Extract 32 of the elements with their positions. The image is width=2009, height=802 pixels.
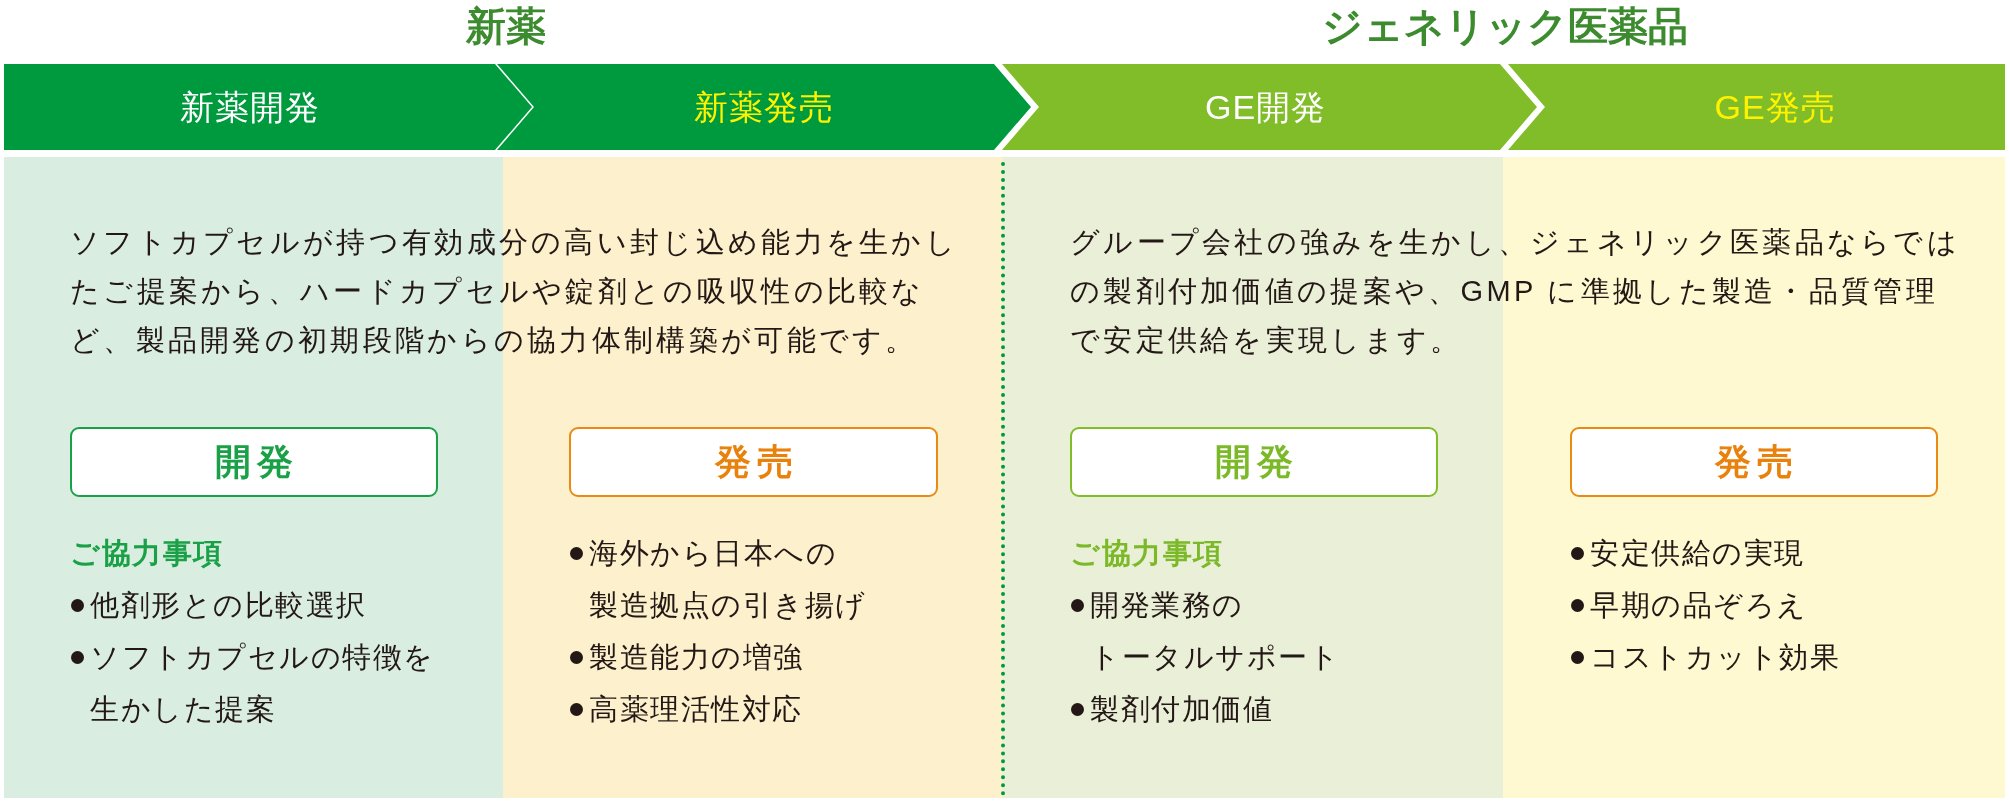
bullet-item: 高薬理活性対応 xyxy=(569,683,879,735)
phase-label: 発売 xyxy=(713,440,799,484)
intro-paragraph: ソフトカプセルが持つ有効成分の高い封じ込め能力を生かしたご提案から、ハードカプセルや錠剤との吸収性の比較など、製品開発の初期段階からの協力体制構築が可能です。 xyxy=(70,225,960,358)
bullet-item: 早期の品ぞろえ xyxy=(1570,579,1950,631)
chevron-banner xyxy=(1031,64,1537,150)
phase-box xyxy=(1070,427,1438,497)
phase-box xyxy=(569,427,938,497)
phase-box xyxy=(70,427,438,497)
phase-box xyxy=(1570,427,1938,497)
stage-label: 新薬開発 xyxy=(179,87,320,128)
stage-label: GE発売 xyxy=(1714,87,1836,128)
phase-label: 開発 xyxy=(214,440,299,484)
bullet-item: ソフトカプセルの特徴を生かした提案 xyxy=(70,631,440,735)
section-heading: 新薬 xyxy=(466,3,546,50)
chevron-banner xyxy=(1508,64,2005,150)
phase-label: 開発 xyxy=(1214,440,1299,484)
chevron-banner xyxy=(4,64,532,150)
list-heading: ご協力事項 xyxy=(70,536,224,571)
section-heading: ジェネリック医薬品 xyxy=(1322,3,1688,50)
intro-paragraph: グループ会社の強みを生かし、ジェネリック医薬品ならではの製剤付加価値の提案や、GMP に準拠した製造・品質管理で安定供給を実現します。 xyxy=(1070,225,1962,358)
bullet-item: 安定供給の実現 xyxy=(1570,527,1950,579)
list-heading: ご協力事項 xyxy=(1070,536,1224,571)
bullet-item: 開発業務のトータルサポート xyxy=(1070,579,1350,683)
phase-label: 発売 xyxy=(1714,440,1799,484)
stage-label: GE開発 xyxy=(1204,87,1327,128)
bullet-item: 他剤形との比較選択 xyxy=(70,579,440,631)
bullet-item: コストカット効果 xyxy=(1570,631,1950,683)
bullet-item: 海外から日本への製造拠点の引き揚げ xyxy=(569,527,879,631)
bullet-item: 製造能力の増強 xyxy=(569,631,879,683)
bullet-item: 製剤付加価値 xyxy=(1070,683,1350,735)
chevron-banner xyxy=(497,64,1031,150)
stage-label: 新薬発売 xyxy=(694,87,834,128)
